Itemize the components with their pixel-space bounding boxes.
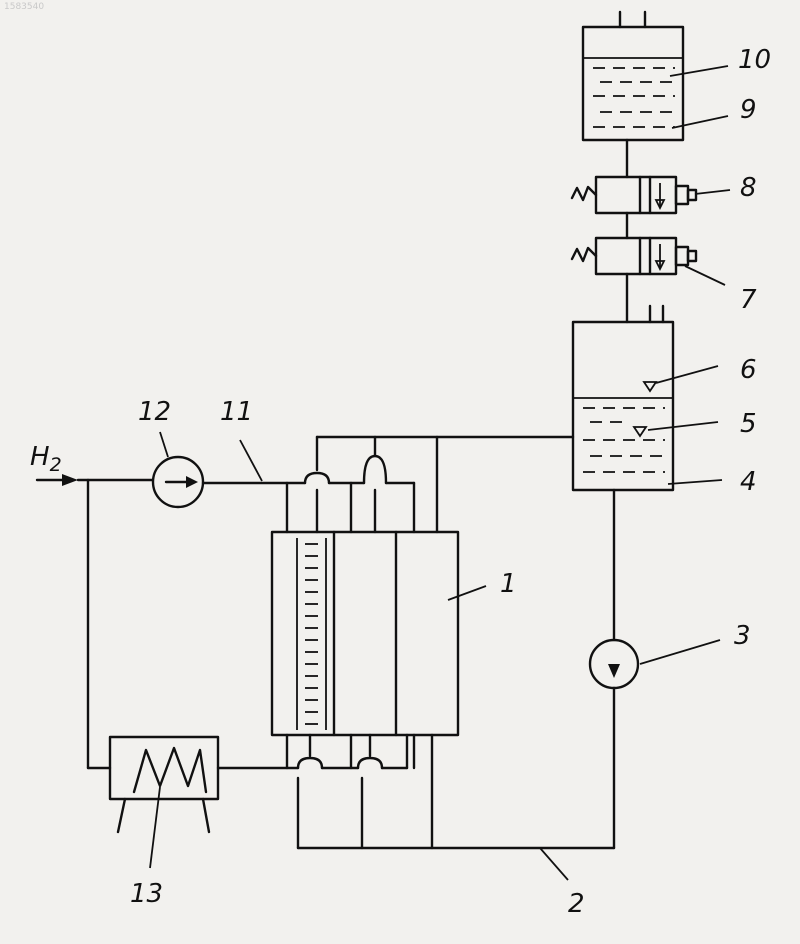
label-gas-line: 11 xyxy=(220,397,253,427)
tank xyxy=(573,306,673,490)
stack-membrane-hatch xyxy=(305,544,318,724)
heat-exchanger xyxy=(110,737,218,832)
valve-lower xyxy=(572,238,696,274)
inlet-label: H2 xyxy=(30,442,62,476)
tank-liquid xyxy=(583,408,665,472)
label-valve-upper: 8 xyxy=(740,173,757,203)
label-gas-pump: 12 xyxy=(138,397,171,427)
label-pump: 3 xyxy=(734,621,751,651)
valve-upper xyxy=(572,177,696,213)
label-heat-exchanger: 13 xyxy=(130,879,163,909)
label-valve-lower: 7 xyxy=(740,285,757,315)
label-reservoir-liquid: 9 xyxy=(740,95,757,125)
pump xyxy=(590,640,638,688)
level-marker-high xyxy=(644,382,656,391)
reservoir xyxy=(583,12,683,140)
level-marker-low xyxy=(634,427,646,436)
reservoir-liquid xyxy=(593,68,675,127)
gas-pump xyxy=(153,457,203,507)
label-return-line: 2 xyxy=(568,889,585,919)
label-level-high: 6 xyxy=(740,355,757,385)
label-tank-liquid: 4 xyxy=(740,467,757,497)
stack xyxy=(272,532,458,735)
label-level-low: 5 xyxy=(740,409,757,439)
label-stack: 1 xyxy=(500,569,517,599)
label-reservoir: 10 xyxy=(738,45,771,75)
